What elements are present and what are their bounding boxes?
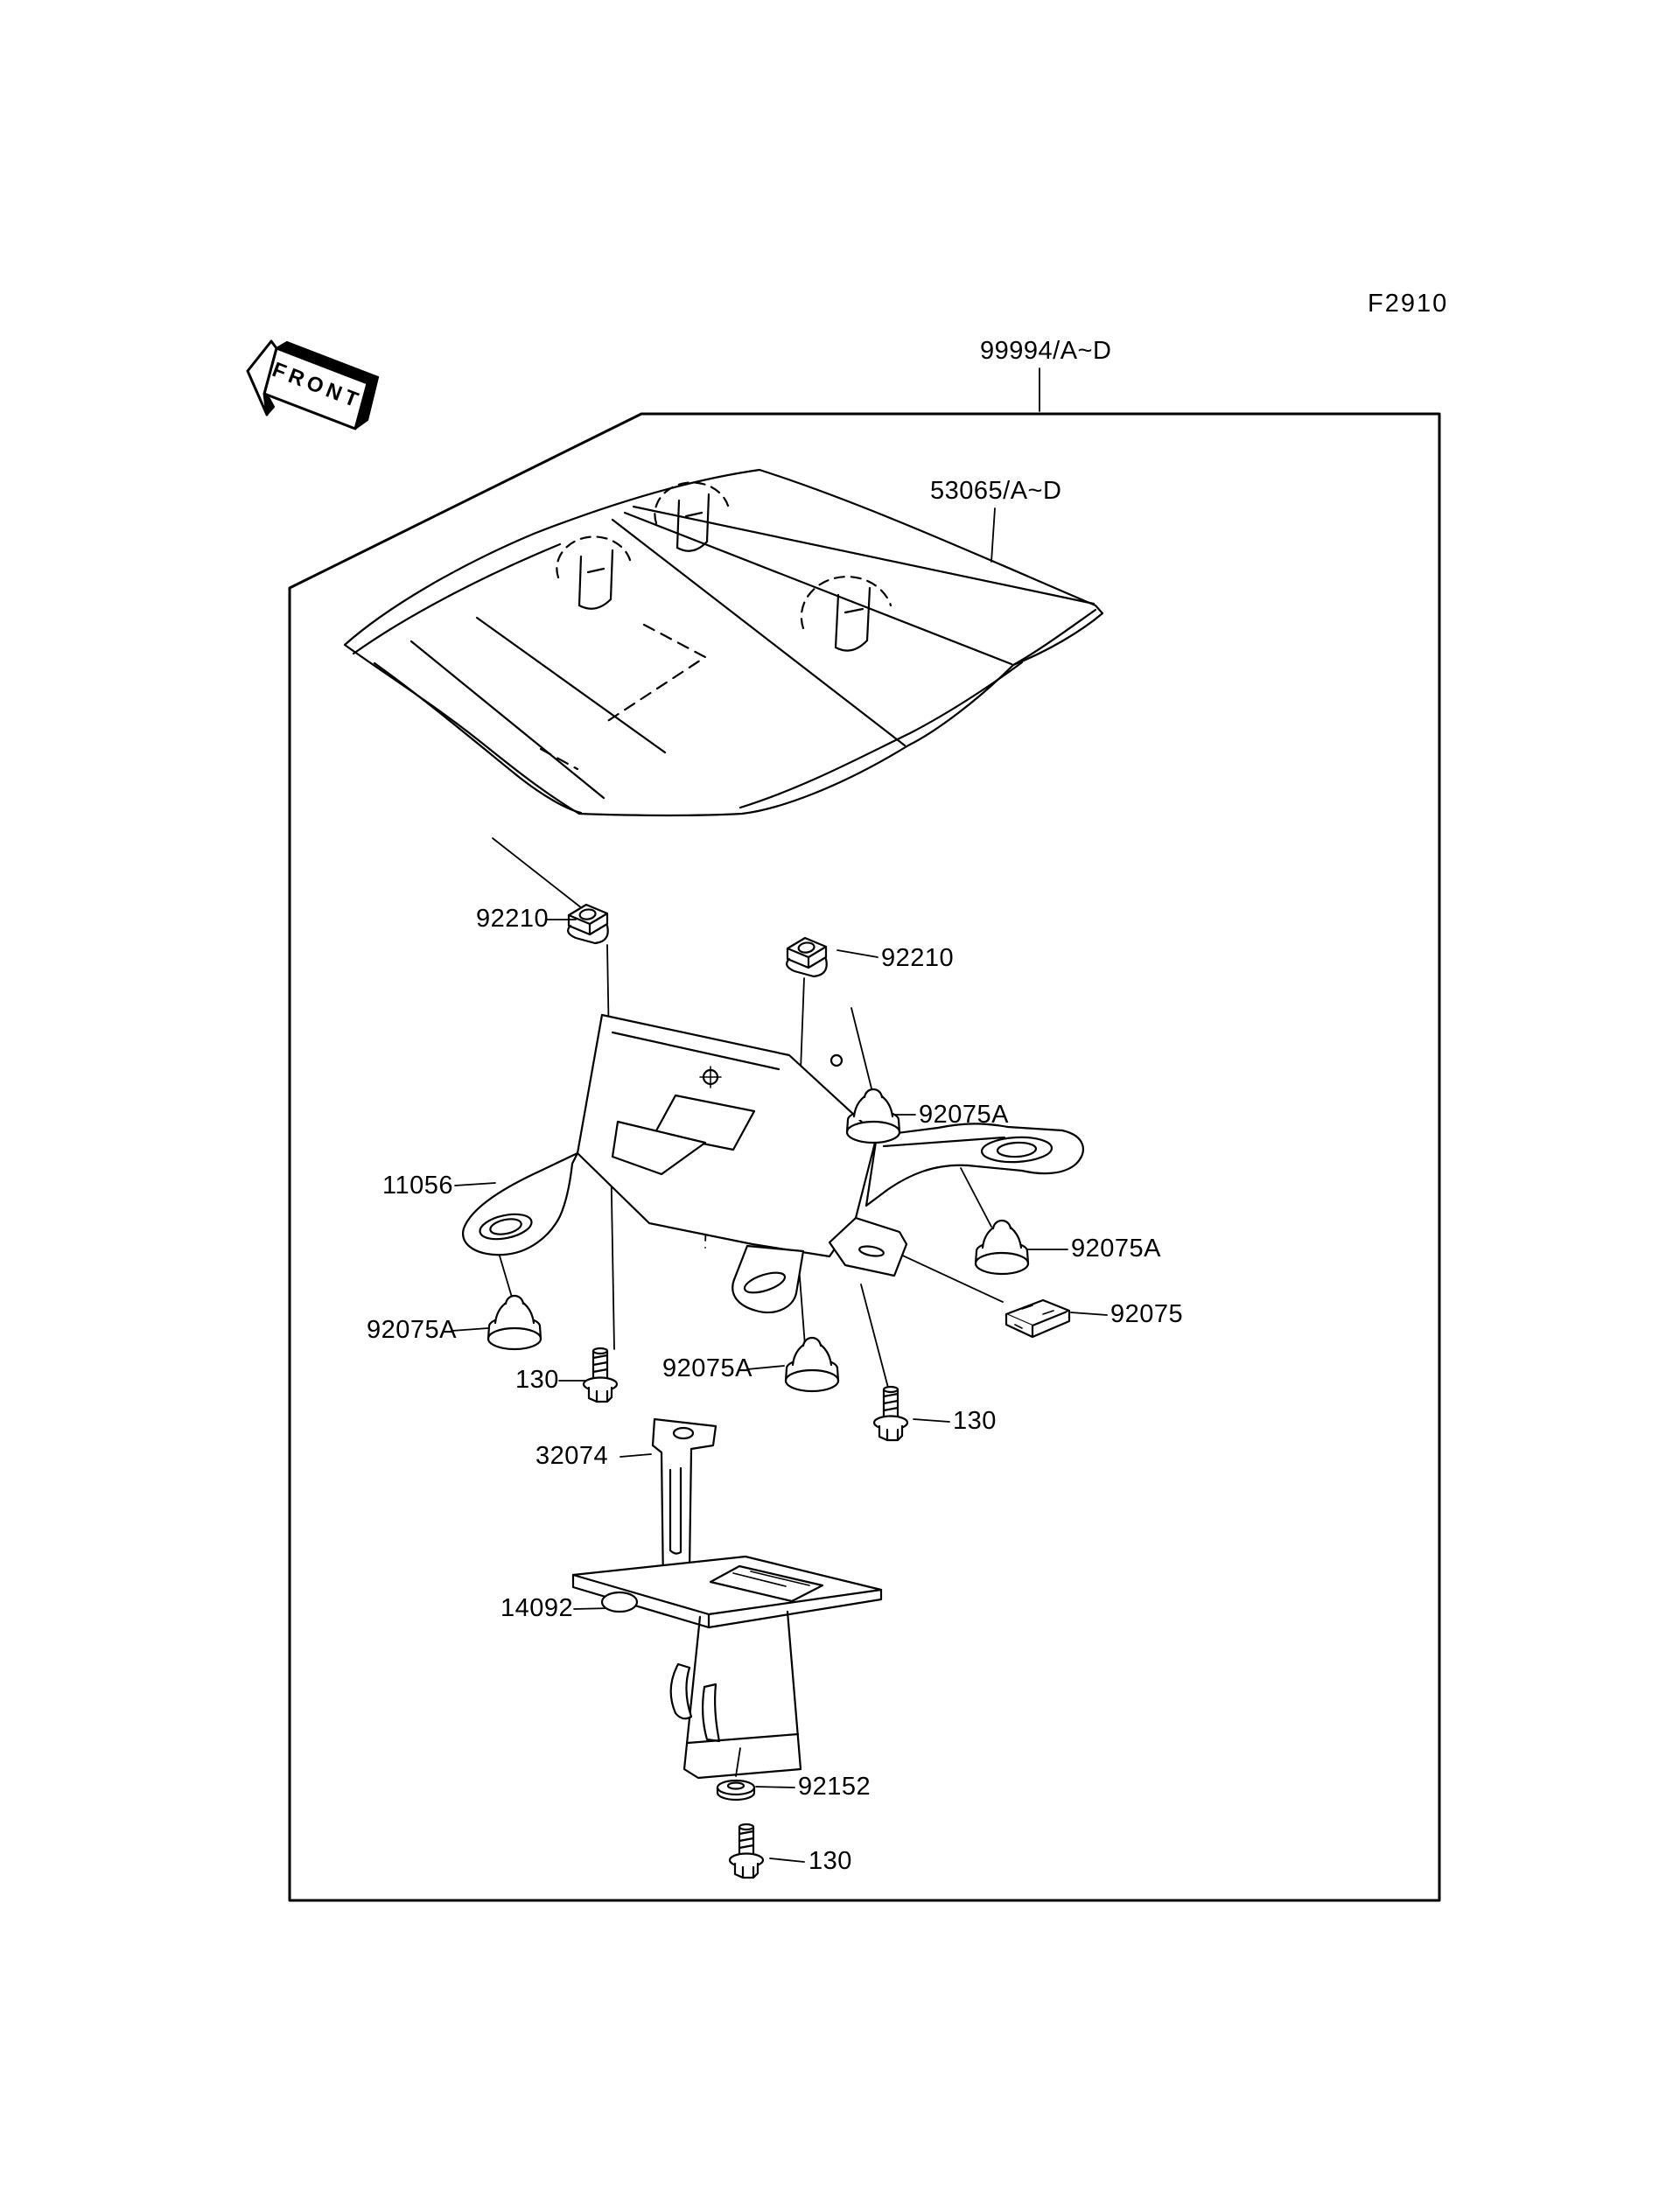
damper-right-drawing (974, 1219, 1030, 1276)
part-label-bolt-left: 130 (515, 1366, 559, 1394)
nut-right-drawing (786, 936, 828, 978)
part-label-seat-cover: 53065/A~D (930, 477, 1062, 505)
part-label-damper-top-right: 92075A (919, 1101, 1009, 1129)
seat-hook-left (556, 535, 632, 610)
part-label-bolt-right: 130 (953, 1407, 997, 1435)
part-label-bracket: 11056 (382, 1172, 453, 1200)
bracket-cover-drawing (571, 1555, 883, 1780)
part-label-nut-right: 92210 (881, 944, 955, 972)
part-label-damper-left: 92075A (367, 1316, 457, 1344)
bolt-bottom-drawing (728, 1823, 765, 1879)
part-label-bolt-bottom: 130 (808, 1847, 852, 1875)
part-label-bracket-cover: 14092 (500, 1594, 574, 1622)
pad-drawing (1004, 1298, 1071, 1339)
collar-drawing (716, 1779, 756, 1802)
part-label-damper-center: 92075A (662, 1354, 752, 1382)
damper-top-right-drawing (845, 1088, 901, 1144)
bolt-left-drawing (582, 1347, 619, 1403)
figure-code: F2910 (1368, 290, 1449, 318)
bracket-drawing (461, 1013, 1084, 1314)
damper-center-drawing (784, 1336, 840, 1393)
seat-cover-drawing (343, 468, 1104, 816)
front-arrow-icon (246, 339, 380, 430)
damper-left-drawing (486, 1294, 542, 1351)
part-label-damper-right: 92075A (1071, 1235, 1161, 1263)
part-label-stay: 32074 (536, 1442, 609, 1470)
part-label-collar: 92152 (798, 1773, 872, 1801)
bolt-right-drawing (872, 1385, 909, 1442)
nut-left-drawing (567, 903, 609, 945)
seat-hook-right (800, 576, 892, 652)
part-label-nut-left: 92210 (476, 905, 550, 933)
part-label-assembly: 99994/A~D (980, 337, 1112, 365)
part-label-pad: 92075 (1110, 1300, 1184, 1328)
diagram-border (288, 412, 1441, 1902)
seat-hook-middle (654, 481, 730, 552)
